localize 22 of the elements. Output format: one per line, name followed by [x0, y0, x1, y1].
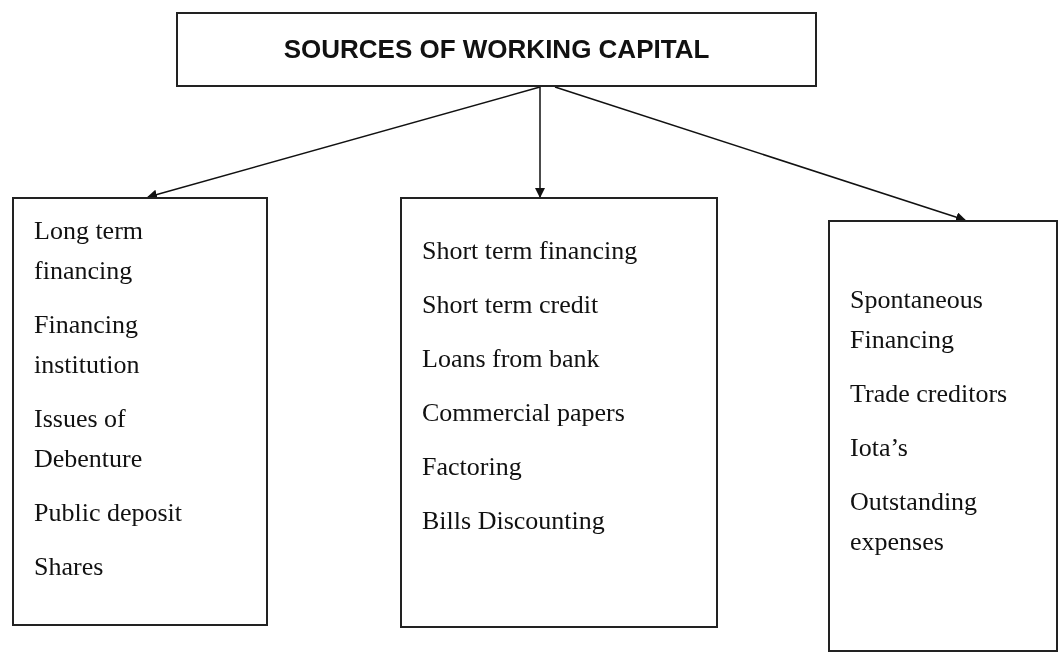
list-item: Long term financing: [34, 215, 145, 287]
arrow: [554, 86, 966, 222]
list-box: [12, 197, 268, 626]
arrow: [147, 86, 541, 200]
list-box: [828, 220, 1058, 652]
list-item: Financing institution: [34, 309, 141, 381]
list-item: Shares: [34, 551, 105, 583]
list-item: Iota’s: [850, 432, 909, 464]
list-item: Trade creditors: [850, 378, 1009, 410]
list-item: Issues of Debenture: [34, 403, 144, 475]
list-item: Public deposit: [34, 497, 184, 529]
arrow: [535, 86, 545, 198]
list-item: Short term financing: [422, 235, 639, 267]
title-box: SOURCES OF WORKING CAPITAL: [176, 12, 817, 87]
list-item: Loans from bank: [422, 343, 601, 375]
list-item: Spontaneous Financing: [850, 284, 984, 356]
list-item: Factoring: [422, 451, 523, 483]
list-item: Bills Discounting: [422, 505, 606, 537]
list-item: Commercial papers: [422, 397, 626, 429]
list-item: Outstanding expenses: [850, 486, 979, 558]
list-item: Short term credit: [422, 289, 600, 321]
list-box: [400, 197, 718, 628]
